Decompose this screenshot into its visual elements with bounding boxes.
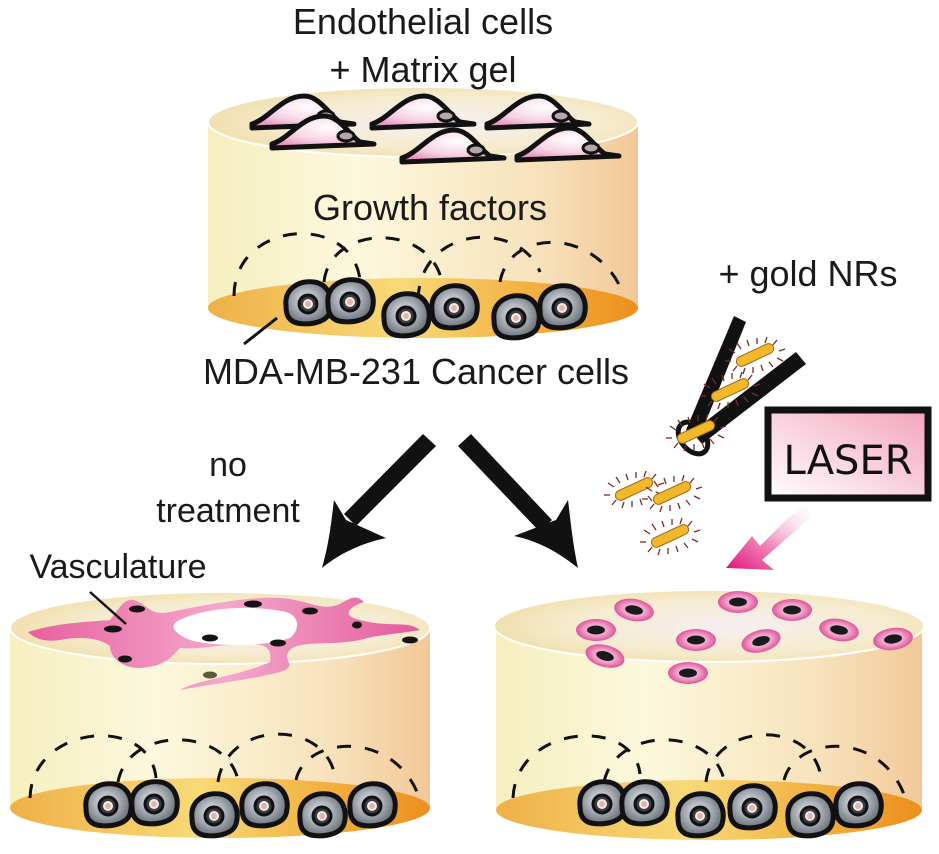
untreated-gel-cylinder <box>9 591 431 838</box>
title-endothelial-cells: Endothelial cells <box>293 1 553 42</box>
treated-gel-cylinder <box>493 589 925 840</box>
growth-factors-label: Growth factors <box>313 187 547 228</box>
no-treatment-label-line1: no <box>209 446 247 484</box>
top-gel-cylinder <box>207 86 639 346</box>
title-matrix-gel: + Matrix gel <box>329 49 516 90</box>
cancer-cells-pointer <box>243 316 278 346</box>
vasculature-network <box>28 597 420 690</box>
gold-nanorods <box>603 336 786 556</box>
cancer-cells-label: MDA-MB-231 Cancer cells <box>203 351 629 392</box>
growth-factor-arcs <box>511 733 908 801</box>
laser-beam-arrow <box>726 505 812 570</box>
gold-nrs-label: + gold NRs <box>718 253 897 294</box>
arrow-treatment <box>458 434 578 568</box>
arrow-no-treatment <box>322 434 436 568</box>
growth-factor-arcs <box>28 732 422 801</box>
growth-factor-arcs <box>232 232 626 301</box>
vasculature-pointer <box>89 591 127 625</box>
vasculature-label: Vasculature <box>29 548 206 586</box>
gold-nanorod <box>639 517 701 556</box>
no-treatment-label-line2: treatment <box>156 492 300 530</box>
laser-box: LASER <box>764 406 932 502</box>
laser-label: LASER <box>783 438 912 484</box>
